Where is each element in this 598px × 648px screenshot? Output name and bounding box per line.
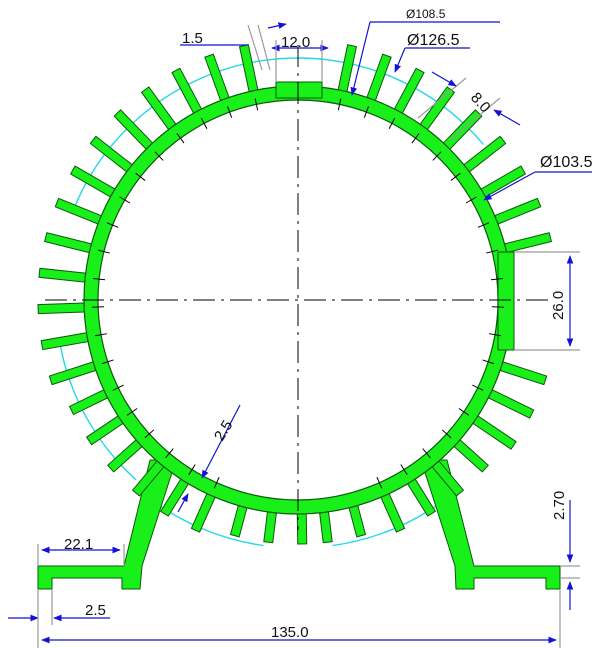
fin-root-tick <box>213 477 220 489</box>
fin-root-tick <box>363 106 369 118</box>
fin-root-tick <box>95 333 108 337</box>
cooling-fin <box>54 197 102 225</box>
cooling-fin <box>503 232 552 254</box>
dim-diameter-outer: Ø126.5 <box>407 32 460 49</box>
fin-thickness-extension <box>257 24 271 71</box>
dim-foot-width: 22.1 <box>64 536 93 553</box>
fin-root-tick <box>432 151 442 161</box>
cooling-fin <box>366 53 392 102</box>
fin-root-tick <box>465 196 477 204</box>
pitch-extension <box>417 77 467 119</box>
cooling-fin <box>37 302 85 315</box>
dim-side-flat-height: 26.0 <box>550 291 567 320</box>
fin-thickness-arrow <box>267 22 287 29</box>
cooling-fin <box>296 513 308 545</box>
fin-root-tick <box>388 117 396 129</box>
fin-root-tick <box>135 172 146 181</box>
dim-diameter-inner: Ø103.5 <box>540 154 593 171</box>
fin-root-tick <box>458 408 470 416</box>
fin-root-tick <box>337 98 342 111</box>
outer-construction-arc <box>72 57 484 210</box>
dim-fin-pitch: 8.0 <box>467 89 494 116</box>
dimension-lines <box>8 21 592 648</box>
left-foot <box>37 459 177 590</box>
dim-fin-thickness: 1.5 <box>182 30 203 47</box>
fin-root-tick <box>97 249 110 254</box>
fin-root-tick <box>472 384 484 391</box>
cooling-fin <box>263 511 277 544</box>
wall-thickness-leader <box>201 404 241 479</box>
fin-root-tick <box>422 448 431 459</box>
centerlines <box>45 45 550 530</box>
fin-root-tick <box>106 222 119 228</box>
diameter-inner-arrow <box>483 171 536 201</box>
fin-root-tick <box>112 384 124 391</box>
fin-root-tick <box>400 464 408 475</box>
wall-thickness-arrow <box>177 493 189 513</box>
dim-overall-width: 135.0 <box>271 624 309 641</box>
cooling-fin <box>487 389 535 419</box>
right-foot <box>420 459 561 590</box>
cooling-fin <box>380 493 406 533</box>
fin-root-tick <box>93 277 106 281</box>
fin-root-tick <box>411 133 420 144</box>
fin-root-tick <box>154 151 164 161</box>
fin-root-tick <box>119 196 131 204</box>
pitch-extension <box>449 97 501 141</box>
fin-root-tick <box>227 106 233 118</box>
cooling-fin <box>40 332 89 351</box>
fin-root-tick <box>101 359 114 365</box>
fin-root-tick <box>486 249 499 254</box>
side-flat-boss <box>497 251 515 351</box>
fin-root-tick <box>165 448 174 459</box>
fin-root-tick <box>254 98 259 111</box>
dim-foot-thickness: 2.70 <box>551 491 568 520</box>
cooling-fin <box>38 267 87 283</box>
dim-top-flat-width: 12.0 <box>281 34 310 51</box>
fin-root-tick <box>200 117 208 129</box>
dim-wall-thickness: 2.5 <box>211 417 236 444</box>
outer-construction-arc <box>58 341 137 481</box>
diameter-outer-arrow <box>394 47 406 73</box>
fin-root-tick <box>176 133 185 144</box>
fin-root-tick <box>477 222 490 228</box>
diameter-small-arrow <box>350 21 371 96</box>
fin-root-tick <box>441 429 452 439</box>
dim-diameter-small: Ø108.5 <box>406 7 446 21</box>
fin-root-tick <box>482 359 495 365</box>
pitch-arrow <box>493 109 521 126</box>
cooling-fin <box>48 361 97 386</box>
top-flat-boss <box>275 81 323 99</box>
cooling-fin <box>190 493 216 533</box>
fin-root-tick <box>144 429 155 439</box>
cooling-fin <box>348 504 367 538</box>
cooling-fin <box>472 415 517 450</box>
cooling-fin <box>494 197 542 225</box>
cooling-fin <box>499 361 548 386</box>
fin-root-tick <box>450 172 461 181</box>
cooling-fin <box>85 415 124 446</box>
fin-root-tick <box>188 464 196 475</box>
cooling-fin <box>204 53 230 102</box>
cooling-fin <box>113 109 154 150</box>
cooling-fin <box>238 44 259 93</box>
fin-root-tick <box>126 408 138 416</box>
fin-root-tick <box>376 477 383 489</box>
fin-thickness-extension <box>247 24 263 71</box>
fin-root-tick <box>490 277 503 281</box>
dim-foot-offset: 2.5 <box>85 602 106 619</box>
fin-root-tick <box>488 333 501 337</box>
cooling-fin <box>44 232 93 254</box>
heatsink-profile <box>37 44 561 590</box>
cooling-fin <box>229 504 248 538</box>
cooling-fin <box>453 439 489 473</box>
cooling-fin <box>463 135 507 173</box>
cooling-fin <box>319 511 333 544</box>
pitch-arrow <box>431 71 457 87</box>
cooling-fin <box>337 44 358 93</box>
